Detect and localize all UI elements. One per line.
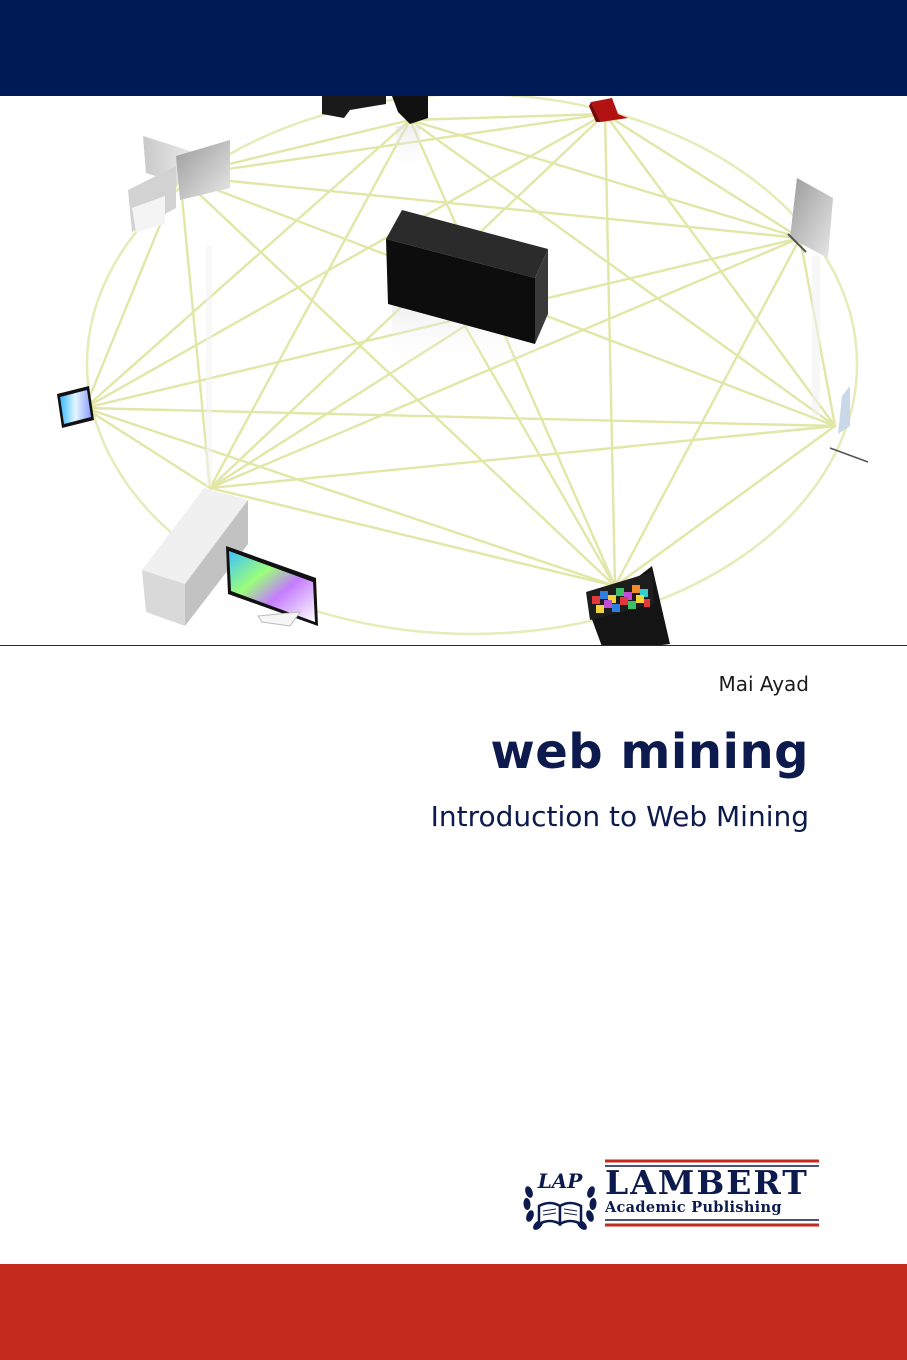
publisher-name: LAMBERT <box>605 1163 809 1202</box>
publisher-logo: LAP LAMBERT Academic Publishing <box>519 1158 821 1234</box>
author-name: Mai Ayad <box>718 672 809 696</box>
svg-text:LAP: LAP <box>537 1169 584 1193</box>
network-graph-image <box>57 96 869 645</box>
top-color-band <box>0 0 907 96</box>
publisher-subname: Academic Publishing <box>605 1199 782 1216</box>
bottom-color-band <box>0 1264 907 1360</box>
network-illustration <box>0 96 907 646</box>
book-subtitle: Introduction to Web Mining <box>430 800 809 833</box>
lap-emblem-icon: LAP <box>523 1169 597 1230</box>
book-title: web mining <box>490 724 809 780</box>
